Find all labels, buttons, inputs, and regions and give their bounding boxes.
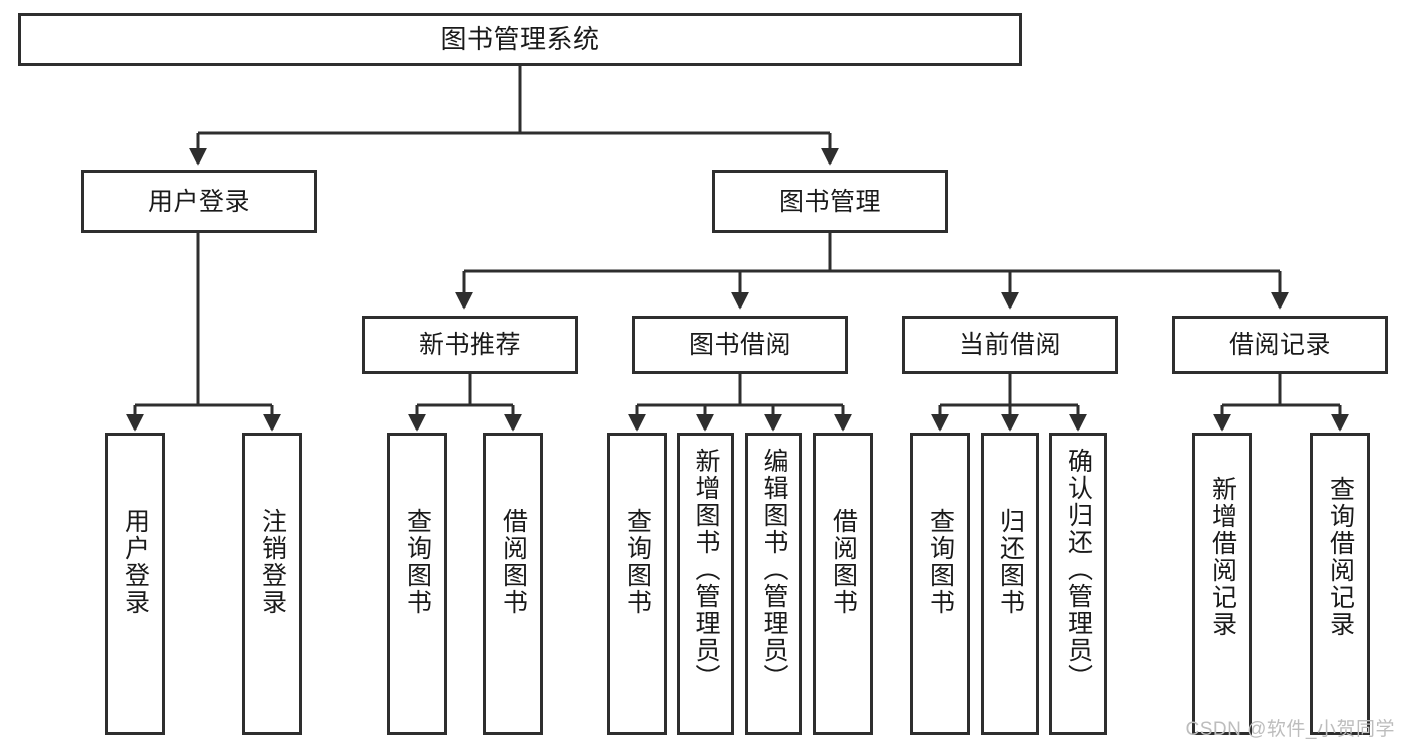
node-user-login[interactable]: 用户登录 xyxy=(81,170,317,233)
leaf-query-book-borrow-label: 查询图书 xyxy=(623,508,652,616)
leaf-borrow-book-label: 借阅图书 xyxy=(829,508,858,616)
leaf-query-book-recommend[interactable]: 查询图书 xyxy=(387,433,447,735)
leaf-return-book[interactable]: 归还图书 xyxy=(981,433,1039,735)
leaf-query-book-current-label: 查询图书 xyxy=(926,508,955,616)
leaf-query-book-borrow[interactable]: 查询图书 xyxy=(607,433,667,735)
leaf-borrow-book-recommend[interactable]: 借阅图书 xyxy=(483,433,543,735)
leaf-return-book-label: 归还图书 xyxy=(996,508,1025,616)
node-book-manage[interactable]: 图书管理 xyxy=(712,170,948,233)
node-current-borrow[interactable]: 当前借阅 xyxy=(902,316,1118,374)
leaf-add-book-label: 新增图书（管理员） xyxy=(692,448,720,691)
node-root-label: 图书管理系统 xyxy=(440,23,600,54)
node-new-book-recommend-label: 新书推荐 xyxy=(418,331,521,359)
leaf-logout[interactable]: 注销登录 xyxy=(242,433,302,735)
node-user-login-label: 用户登录 xyxy=(147,187,250,216)
leaf-add-borrow-record[interactable]: 新增借阅记录 xyxy=(1192,433,1252,735)
leaf-borrow-book-recommend-label: 借阅图书 xyxy=(499,508,528,616)
leaf-query-book-recommend-label: 查询图书 xyxy=(403,508,432,616)
leaf-add-borrow-record-label: 新增借阅记录 xyxy=(1208,476,1237,638)
leaf-logout-label: 注销登录 xyxy=(258,508,287,616)
node-borrow-record-label: 借阅记录 xyxy=(1228,331,1331,359)
node-root[interactable]: 图书管理系统 xyxy=(18,13,1022,66)
node-book-borrow[interactable]: 图书借阅 xyxy=(632,316,848,374)
node-new-book-recommend[interactable]: 新书推荐 xyxy=(362,316,578,374)
node-book-borrow-label: 图书借阅 xyxy=(688,331,791,359)
leaf-query-borrow-record[interactable]: 查询借阅记录 xyxy=(1310,433,1370,735)
node-borrow-record[interactable]: 借阅记录 xyxy=(1172,316,1388,374)
leaf-query-book-current[interactable]: 查询图书 xyxy=(910,433,970,735)
leaf-edit-book-label: 编辑图书（管理员） xyxy=(760,448,788,691)
node-current-borrow-label: 当前借阅 xyxy=(958,331,1061,359)
leaf-borrow-book[interactable]: 借阅图书 xyxy=(813,433,873,735)
leaf-user-login-label: 用户登录 xyxy=(121,508,150,616)
leaf-confirm-return[interactable]: 确认归还（管理员） xyxy=(1049,433,1107,735)
leaf-user-login[interactable]: 用户登录 xyxy=(105,433,165,735)
leaf-add-book[interactable]: 新增图书（管理员） xyxy=(677,433,734,735)
leaf-edit-book[interactable]: 编辑图书（管理员） xyxy=(745,433,802,735)
leaf-confirm-return-label: 确认归还（管理员） xyxy=(1064,448,1093,691)
leaf-query-borrow-record-label: 查询借阅记录 xyxy=(1326,476,1355,638)
node-book-manage-label: 图书管理 xyxy=(778,187,881,216)
